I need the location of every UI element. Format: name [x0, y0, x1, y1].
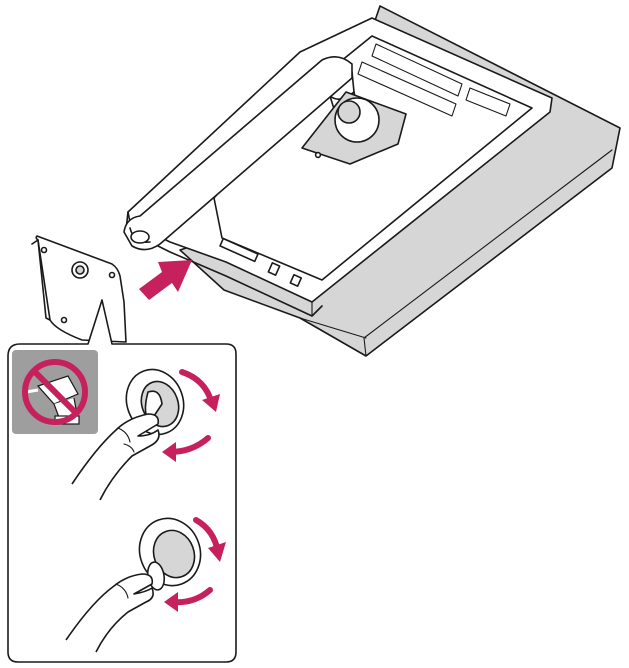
- no-power-drill-icon: [12, 350, 98, 434]
- monitor-on-cushion: [124, 6, 620, 356]
- insert-direction-arrow-icon: [139, 260, 192, 300]
- mount-hub: [338, 101, 360, 123]
- stand-base: [32, 236, 126, 342]
